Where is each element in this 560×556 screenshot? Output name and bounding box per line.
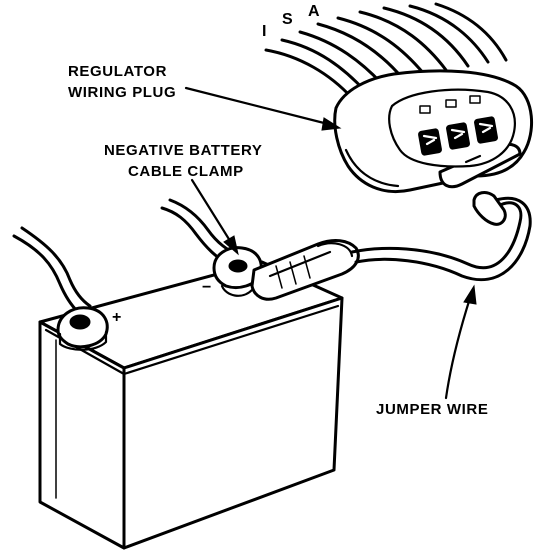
jumper-wire-cable [350, 196, 532, 282]
regulator-wiring-plug [333, 69, 534, 193]
negative-clamp-leader [190, 178, 239, 256]
regulator-plug-leader [184, 86, 342, 131]
jumper-clip [250, 239, 360, 301]
negative-terminal [160, 198, 263, 297]
positive-mark: + [112, 309, 121, 326]
terminal-i-label: I [262, 23, 266, 40]
jumper-wire-connector [472, 191, 507, 226]
terminal-a-label: A [308, 3, 320, 20]
jumper-wire-label: JUMPER WIRE [376, 401, 488, 418]
positive-terminal [12, 226, 109, 351]
terminal-s-label: S [282, 11, 293, 28]
battery [38, 260, 344, 550]
jumper-wire-leader [444, 284, 477, 400]
regulator-plug-label-line2: WIRING PLUG [68, 84, 176, 101]
negative-clamp-label-line1: NEGATIVE BATTERY [104, 142, 263, 159]
negative-clamp-label-line2: CABLE CLAMP [128, 163, 244, 180]
negative-mark: − [202, 279, 211, 296]
regulator-plug-label-line1: REGULATOR [68, 63, 167, 80]
